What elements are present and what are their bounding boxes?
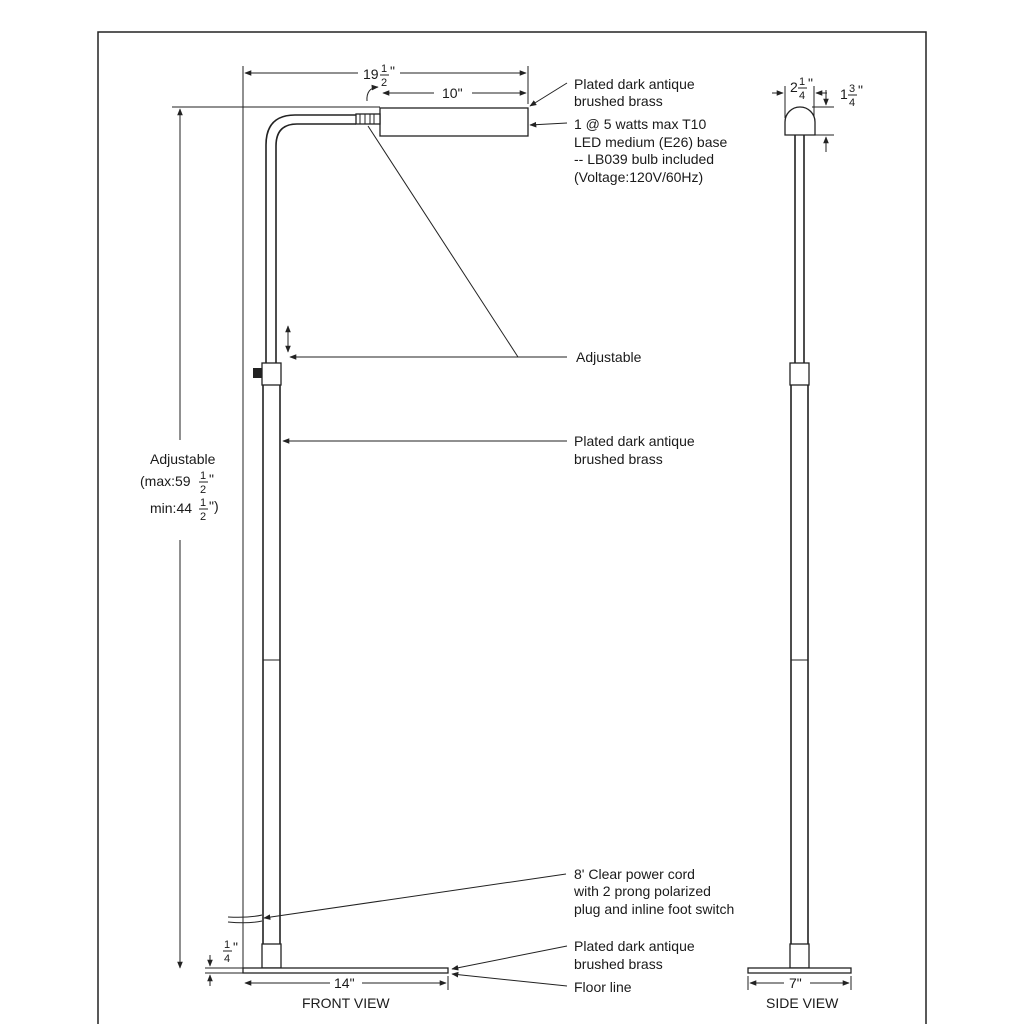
callout-cord-3: plug and inline foot switch [574, 901, 734, 917]
side-view-label: SIDE VIEW [766, 995, 839, 1011]
height-collar [261, 362, 282, 386]
adjustable-height-min-prefix: min:44 [150, 500, 192, 516]
overall-width-inch: " [390, 63, 395, 79]
front-base-plate [242, 967, 449, 974]
callout-stem-finish-1: Plated dark antique [574, 433, 695, 449]
callout-bulb-3: -- LB039 bulb included [574, 151, 714, 167]
callout-bulb-1: 1 @ 5 watts max T10 [574, 116, 706, 132]
adjustable-height-label: Adjustable [150, 451, 216, 467]
adjustable-height-max-suffix: " [209, 471, 214, 487]
side-collar [789, 362, 810, 386]
side-stem-foot [789, 943, 810, 969]
head-height-num: 3 [849, 83, 855, 95]
callout-base-finish-2: brushed brass [574, 956, 663, 972]
side-view: 2 1 4 " 1 3 4 " 7" S [747, 75, 863, 1011]
rotation-arrow-icon [366, 84, 379, 102]
overall-width-num: 1 [381, 63, 387, 75]
head-width-whole: 2 [790, 79, 798, 95]
adjustable-height-min-suffix: ") [209, 498, 219, 514]
head-width-inch: " [808, 75, 813, 91]
callouts: Plated dark antique brushed brass 1 @ 5 … [263, 76, 734, 995]
callout-floor-line: Floor line [574, 979, 632, 995]
adjustable-height-min-den: 2 [200, 511, 206, 523]
head-height-whole: 1 [840, 86, 848, 102]
drawing-frame [97, 31, 927, 1024]
callout-bulb-4: (Voltage:120V/60Hz) [574, 169, 703, 185]
head-height-inch: " [858, 82, 863, 98]
overall-width-whole: 19 [363, 66, 379, 82]
callout-base-finish-1: Plated dark antique [574, 938, 695, 954]
callout-shade-finish-2: brushed brass [574, 93, 663, 109]
shade-socket [355, 113, 381, 125]
callout-bulb-2: LED medium (E26) base [574, 134, 728, 150]
overall-width-den: 2 [381, 77, 387, 89]
callout-stem-finish-2: brushed brass [574, 451, 663, 467]
adjustable-height-min-num: 1 [200, 497, 206, 509]
callout-adjustable: Adjustable [576, 349, 642, 365]
head-width-den: 4 [799, 90, 805, 102]
adjustable-height-max-prefix: (max:59 [140, 473, 191, 489]
shade-head [379, 107, 529, 137]
power-cord [227, 914, 263, 918]
callout-shade-finish-1: Plated dark antique [574, 76, 695, 92]
base-thickness-inch: " [233, 939, 238, 955]
side-base-width-dim: 7" [789, 975, 802, 991]
callout-cord-1: 8' Clear power cord [574, 866, 695, 882]
curved-arm [265, 114, 356, 363]
shade-length-dim: 10" [442, 85, 463, 101]
head-height-den: 4 [849, 97, 855, 109]
adjustable-height-max-den: 2 [200, 484, 206, 496]
callout-cord-2: with 2 prong polarized [573, 883, 711, 899]
front-view: 19 1 2 " 10" Adjustable (max:59 1 2 " mi… [140, 63, 529, 1011]
base-thickness-num: 1 [224, 939, 230, 951]
base-thickness-den: 4 [224, 953, 230, 965]
front-base-width-dim: 14" [334, 975, 355, 991]
adjust-knob [253, 368, 262, 378]
front-view-label: FRONT VIEW [302, 995, 390, 1011]
head-width-num: 1 [799, 76, 805, 88]
stem-foot [261, 943, 282, 969]
side-head [784, 106, 816, 136]
adjustable-height-max-num: 1 [200, 470, 206, 482]
side-base-plate [747, 967, 852, 974]
